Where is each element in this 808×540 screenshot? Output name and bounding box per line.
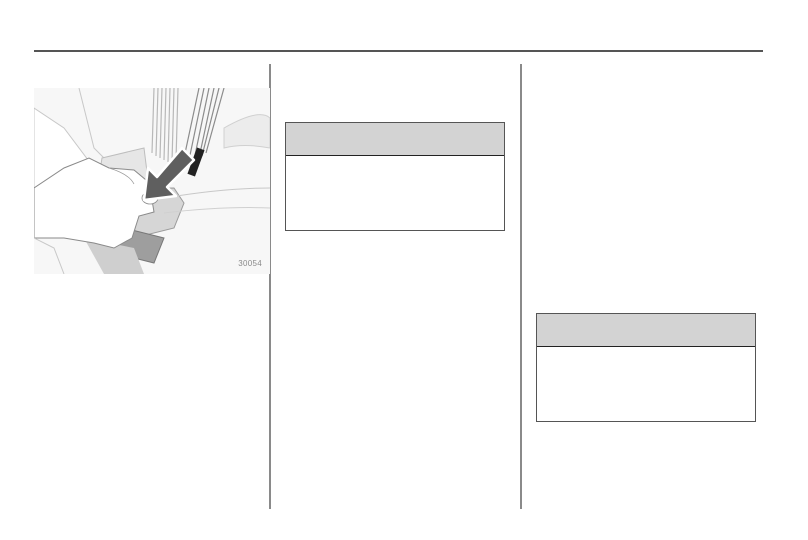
note-box-header xyxy=(286,123,504,156)
hand-buckle-drawing xyxy=(34,88,270,274)
column-divider-2 xyxy=(520,64,522,509)
figure-id-label: 30054 xyxy=(238,259,262,268)
arrow-down-left-icon xyxy=(142,146,196,202)
note-box-body xyxy=(286,156,504,230)
note-box-header xyxy=(537,314,755,347)
header-rule xyxy=(34,50,763,52)
column-divider-1 xyxy=(269,64,271,509)
note-box-column-3 xyxy=(536,313,756,422)
note-box-body xyxy=(537,347,755,421)
seat-belt-buckle-illustration: 30054 xyxy=(34,88,270,274)
note-box-column-2 xyxy=(285,122,505,231)
